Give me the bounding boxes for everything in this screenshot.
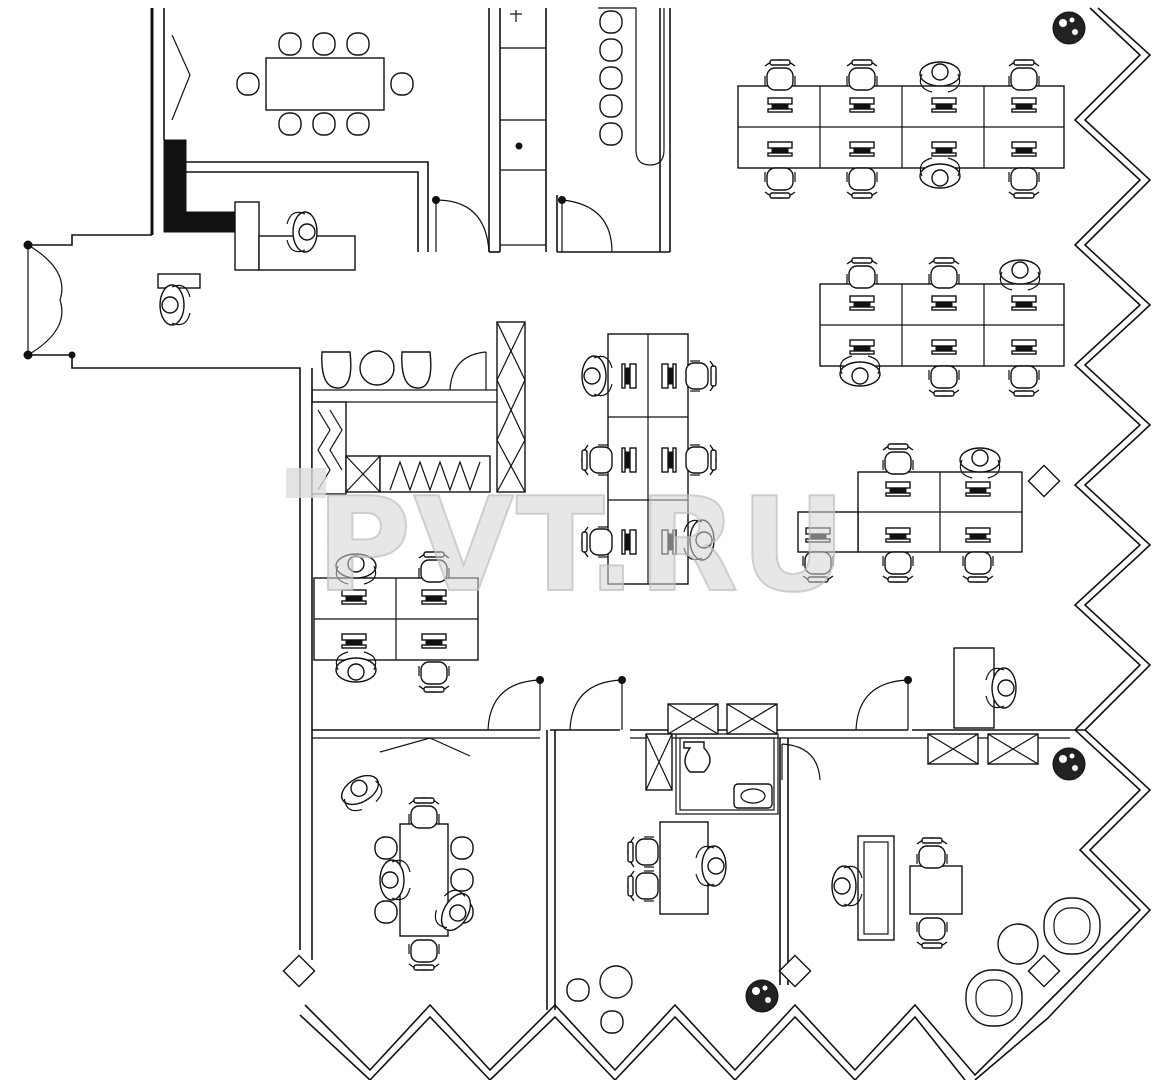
column xyxy=(282,954,316,988)
doors xyxy=(23,34,912,781)
wc xyxy=(683,741,773,809)
reception xyxy=(157,201,356,326)
desk-cluster-left xyxy=(313,551,479,693)
watermark: PVT.RU xyxy=(316,469,848,621)
column xyxy=(778,954,812,988)
desk-cluster-center-vertical xyxy=(581,333,717,585)
plant-icon xyxy=(745,979,779,1013)
walls xyxy=(28,8,1085,1010)
desk-cluster-right-lower xyxy=(797,443,1023,583)
facade xyxy=(282,7,1152,1080)
kitchen xyxy=(598,7,665,166)
storage-boxes xyxy=(645,703,1039,791)
meeting-table-bottom xyxy=(399,823,449,937)
office-right xyxy=(831,835,1101,1027)
desk-cluster-top-right xyxy=(737,59,1065,199)
reception-desk xyxy=(234,201,260,271)
meeting-room-top xyxy=(236,32,414,136)
plant-icon xyxy=(1052,747,1086,781)
column xyxy=(1027,464,1061,498)
storage xyxy=(286,321,526,498)
plant-icon xyxy=(1052,11,1086,45)
column xyxy=(1027,954,1061,988)
meeting-table-top xyxy=(265,57,385,111)
office-middle xyxy=(566,821,727,1034)
desk-cluster-right-middle xyxy=(819,257,1065,397)
meeting-room-bottom xyxy=(335,768,478,971)
corner-desk xyxy=(953,647,1017,729)
